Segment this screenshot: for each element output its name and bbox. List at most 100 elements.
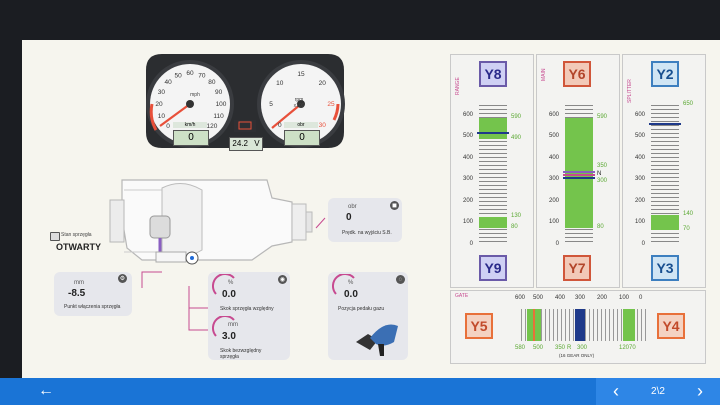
gas-unit: % (348, 280, 354, 286)
range-axis-label: 500 (462, 133, 473, 140)
range-position-marker (477, 132, 509, 134)
clutch-stroke-card: ◉ % 0.0 Skok sprzęgła względny mm 3.0 Sk… (208, 272, 290, 360)
back-arrow-icon[interactable]: ← (38, 382, 54, 399)
speed-tick-label: 20 (155, 101, 163, 108)
clutch-state-value: OTWARTY (56, 242, 101, 252)
gate-bottom-label: 500 (533, 345, 544, 351)
clutch-abs-unit: mm (228, 322, 238, 328)
speed-unit-sub: mph (190, 92, 200, 98)
range-mark-label: 80 (511, 223, 518, 230)
gate-marker-orange (533, 309, 535, 341)
rpm-unit-mult: x100 (293, 103, 305, 109)
splitter-bottom-button[interactable]: Y3 (651, 255, 679, 281)
speed-tick-label: 100 (216, 101, 227, 108)
speed-tick-label: 40 (164, 79, 172, 86)
gate-top-label: 200 (597, 295, 608, 301)
speed-tick-label: 120 (206, 123, 217, 130)
splitter-axis-label: 0 (641, 241, 645, 247)
clutch-state-label: Stan sprzęgła (61, 232, 92, 238)
rpm-unit: obr (284, 122, 318, 128)
gate-top-label: 100 (619, 295, 630, 301)
main-green-zone (565, 117, 593, 228)
gate-reverse-zone (575, 309, 585, 341)
main-title: MAIN (541, 68, 547, 82)
main-position-marker (563, 177, 595, 180)
speed-readout: 0 (173, 130, 209, 146)
splitter-axis-label: 400 (634, 154, 645, 161)
gas-pedal-illustration (356, 324, 398, 356)
prev-page-button[interactable]: ‹ (596, 378, 636, 405)
splitter-title: SPLITTER (627, 79, 633, 103)
engine-icon: ⚙ (118, 274, 127, 283)
splitter-mark-label: 140 (683, 210, 694, 217)
speed-tick-label: 50 (174, 72, 182, 79)
range-green-zone (479, 117, 507, 140)
gas-arc-icon (332, 274, 355, 295)
gate-bottom-label: 120 (619, 345, 630, 351)
rpm-readout: 0 (284, 130, 320, 146)
main-axis-label: 0 (555, 241, 559, 247)
gate-bottom-label: R (567, 345, 572, 351)
gearbox-icon: ◼ (390, 201, 399, 210)
main-mark-label: 80 (597, 223, 604, 230)
output-speed-value: 0 (346, 212, 352, 223)
clutch-point-value: -8.5 (68, 288, 86, 299)
pedal-icon: ◌ (396, 275, 405, 284)
clutch-rel-unit: % (228, 280, 234, 286)
splitter-axis-label: 300 (634, 176, 645, 183)
gate-right-button[interactable]: Y4 (657, 313, 685, 339)
rpm-tick-label: 5 (269, 101, 273, 108)
range-axis-label: 0 (469, 241, 473, 247)
main-mark-label: 300 (597, 178, 608, 185)
output-speed-card: ◼ obr 0 Prędk. na wyjściu S.B. (328, 198, 402, 242)
gate-green-zone-right (623, 309, 635, 341)
speed-tick-label: 30 (158, 89, 166, 96)
range-axis-label: 400 (462, 154, 473, 161)
speed-tick-label: 0 (166, 123, 170, 130)
splitter-top-button[interactable]: Y2 (651, 61, 679, 87)
splitter-mark-label: 70 (683, 225, 690, 232)
range-green-zone (479, 217, 507, 228)
main-axis-label: 600 (548, 111, 559, 118)
main-top-button[interactable]: Y6 (563, 61, 591, 87)
rpm-needle (271, 103, 302, 129)
gas-value: 0.0 (344, 289, 358, 300)
main-axis-label: 300 (548, 176, 559, 183)
voltage-value: 24.2 (232, 139, 248, 148)
gate-top-label: 300 (575, 295, 586, 301)
voltage-readout: 24.2 V (229, 137, 263, 151)
range-top-button[interactable]: Y8 (479, 61, 507, 87)
clutch-state: Stan sprzęgła OTWARTY (50, 230, 138, 254)
main-mark-label: N (597, 171, 602, 177)
rpm-tick-label: 15 (297, 71, 305, 78)
clutch-abs-arc-icon (212, 316, 235, 337)
gate-top-label: 600 (515, 295, 526, 301)
clutch-abs-caption: Skok bezwzględny sprzęgła (220, 348, 262, 360)
range-title: RANGE (455, 77, 461, 95)
rpm-unit-top: rpm (294, 97, 304, 103)
gate-bottom-label: 580 (515, 345, 526, 351)
next-page-button[interactable]: › (680, 378, 720, 405)
range-bottom-button[interactable]: Y9 (479, 255, 507, 281)
speed-tick-label: 70 (198, 72, 206, 79)
clutch-rel-arc-icon (212, 274, 235, 295)
clutch-icon: ◉ (278, 275, 287, 284)
splitter-axis-label: 100 (634, 219, 645, 226)
main-axis-label: 500 (548, 133, 559, 140)
gate-note: (16 GEAR ONLY) (559, 353, 595, 358)
range-axis-label: 100 (462, 219, 473, 226)
main-mark-label: 590 (597, 113, 608, 120)
speed-needle (159, 103, 191, 127)
gate-left-button[interactable]: Y5 (465, 313, 493, 339)
main-position-marker (563, 174, 595, 176)
speed-tick-label: 60 (186, 70, 194, 77)
main-bottom-button[interactable]: Y7 (563, 255, 591, 281)
gate-top-label: 400 (555, 295, 566, 301)
bottom-nav-bar: ← ‹ 2\2 › (0, 378, 720, 405)
gas-pedal-card: ◌ % 0.0 Pozycja pedału gazu (328, 272, 408, 360)
